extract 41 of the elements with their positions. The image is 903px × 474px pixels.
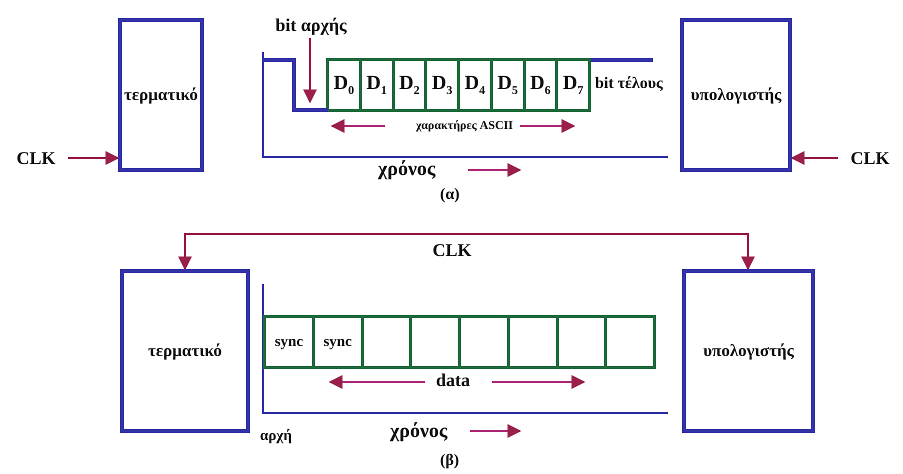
node-text: D$_{4}$ <box>464 72 486 98</box>
node-text: D$_{2}$ <box>399 72 420 98</box>
leader-arrow <box>303 38 317 104</box>
empty-cell <box>604 315 656 369</box>
bit-cell <box>424 58 460 112</box>
bit-cell <box>326 58 362 112</box>
node-text: D$_{0}$ <box>334 72 354 98</box>
connector-arrow <box>68 151 120 165</box>
signal-label: CLK <box>842 147 898 169</box>
axis-label: αρχή <box>260 428 292 445</box>
node-text: τερματικό <box>148 341 222 361</box>
node-text: sync <box>323 334 352 350</box>
span-label: χαρακτήρες ASCII <box>416 118 513 133</box>
node-text: υπολογιστής <box>703 341 794 361</box>
bit-cell <box>555 58 591 112</box>
empty-cell <box>409 315 461 369</box>
node-text: D$_{1}$ <box>366 72 387 98</box>
device-box <box>118 18 204 172</box>
bit-label: bit τέλους <box>595 75 663 93</box>
node-text: D$_{5}$ <box>497 72 518 98</box>
node-text: D$_{3}$ <box>432 72 452 98</box>
node-text: D$_{7}$ <box>562 72 584 98</box>
device-box <box>682 269 815 433</box>
device-box <box>120 269 250 433</box>
node-text: D$_{6}$ <box>530 72 551 98</box>
node-text: τερματικό <box>124 85 198 105</box>
figure-label: (α) <box>440 186 460 204</box>
node-text: sync <box>274 334 304 350</box>
axis-label: χρόνος <box>390 420 448 443</box>
device-box <box>680 18 792 172</box>
bit-cell <box>457 58 493 112</box>
empty-cell <box>458 315 510 369</box>
signal-label: bit αρχής <box>268 14 354 36</box>
data-cell <box>263 315 315 369</box>
figure-label: (β) <box>440 452 460 470</box>
connector-arrow <box>790 151 838 165</box>
span-label: data <box>436 370 470 391</box>
signal-label: CLK <box>8 147 64 169</box>
axis-label: χρόνος <box>378 158 436 181</box>
node-text: υπολογιστής <box>690 85 782 105</box>
connector-arrow <box>178 233 755 270</box>
